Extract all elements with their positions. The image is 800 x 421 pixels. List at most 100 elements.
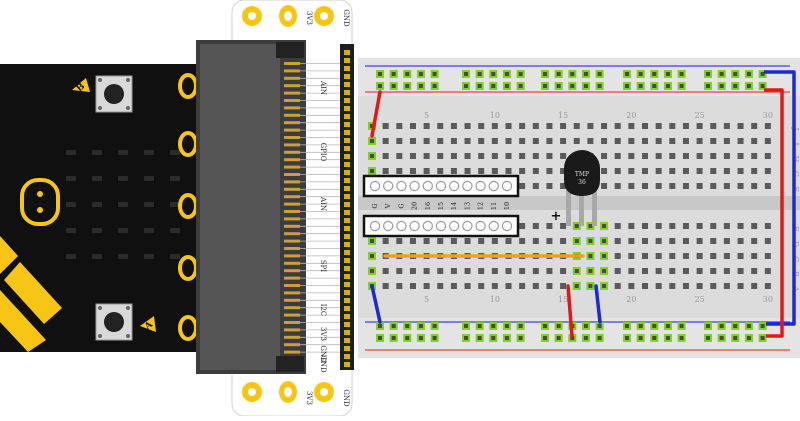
- rail-hole: [663, 82, 672, 90]
- rail-hole: [581, 334, 590, 342]
- breadboard-hole: [723, 168, 730, 174]
- breadboard-hole: [710, 153, 717, 159]
- breadboard-hole: [751, 183, 758, 189]
- rail-hole: [758, 82, 767, 90]
- rail-hole: [731, 70, 740, 78]
- breadboard-hole: [600, 282, 609, 290]
- breadboard-hole: [546, 183, 553, 189]
- breadboard-hole: [669, 223, 676, 229]
- sensor-body: [564, 150, 600, 196]
- rail-hole: [595, 82, 604, 90]
- header-pin: [344, 218, 350, 223]
- breadboard-hole: [409, 138, 416, 144]
- rail-hole: [677, 70, 686, 78]
- breadboard-hole: [409, 268, 416, 274]
- breadboard-hole: [737, 283, 744, 289]
- slot-contact: [284, 239, 300, 243]
- breadboard-hole: [669, 153, 676, 159]
- rail-hole: [554, 322, 563, 330]
- rail-hole: [475, 82, 484, 90]
- header-pin: [344, 178, 350, 183]
- rail-hole: [516, 322, 525, 330]
- ring-pad: [178, 131, 198, 157]
- breadboard-hole: [478, 268, 485, 274]
- rail-hole: [462, 70, 470, 78]
- rail-hole: [376, 334, 384, 342]
- rail-hole: [516, 70, 525, 78]
- breadboard-hole: [737, 168, 744, 174]
- breadboard-hole: [560, 123, 567, 129]
- breadboard-hole: [682, 223, 689, 229]
- breadboard-hole: [682, 283, 689, 289]
- header-socket: [475, 180, 486, 192]
- breadboard-hole: [614, 168, 621, 174]
- header-pin-label: 14: [450, 202, 458, 210]
- rail-hole: [758, 334, 767, 342]
- slot-contact: [284, 210, 300, 213]
- breadboard-hole: [423, 138, 430, 144]
- breadboard-hole: [572, 267, 581, 275]
- breadboard-hole: [669, 268, 676, 274]
- header-socket: [383, 180, 394, 192]
- slot-contact: [284, 128, 300, 132]
- wire-red-power: [370, 90, 382, 138]
- led: [144, 228, 154, 233]
- breadboard-hole: [560, 268, 567, 274]
- header-pin: [344, 50, 350, 55]
- button-a-cap[interactable]: [104, 312, 124, 332]
- ring-pad: [178, 193, 198, 219]
- led: [170, 228, 180, 233]
- breadboard-hole: [396, 268, 403, 274]
- breadboard-hole: [505, 268, 512, 274]
- breadboard-hole: [601, 153, 608, 159]
- breadboard-hole: [560, 153, 567, 159]
- breadboard-hole: [546, 138, 553, 144]
- breadboard-hole: [382, 123, 389, 129]
- breadboard-hole: [546, 238, 553, 244]
- rail-hole: [389, 334, 398, 342]
- breadboard-hole: [478, 153, 485, 159]
- power-pad-hole: [248, 12, 256, 20]
- breadboard-hole: [737, 253, 744, 259]
- rail-hole: [475, 70, 484, 78]
- header-pin-label: G: [397, 203, 405, 208]
- breadboard-hole: [751, 253, 758, 259]
- header-pin: [344, 290, 350, 295]
- side-label: AIN: [319, 80, 327, 95]
- breadboard-hole: [491, 153, 498, 159]
- column-number-bottom: 5: [424, 295, 429, 304]
- header-pin: [344, 202, 350, 207]
- breadboard-hole: [532, 238, 539, 244]
- led: [92, 202, 102, 207]
- side-label: SPI: [319, 260, 327, 273]
- header-socket: [409, 180, 420, 192]
- breadboard-hole: [628, 253, 635, 259]
- header-pin: [344, 106, 350, 111]
- breadboard-hole: [628, 123, 635, 129]
- breadboard-hole: [682, 153, 689, 159]
- header-socket: [422, 180, 433, 192]
- edge-slot-inner: [200, 44, 280, 370]
- button-b-cap[interactable]: [104, 84, 124, 104]
- breadboard-hole: [450, 123, 457, 129]
- rail-hole: [717, 70, 726, 78]
- breadboard-hole: [423, 153, 430, 159]
- breadboard-hole: [628, 268, 635, 274]
- header-pin: [344, 74, 350, 79]
- rail-hole: [744, 334, 753, 342]
- breadboard-hole: [505, 283, 512, 289]
- header-pin: [344, 314, 350, 319]
- slot-contact: [284, 113, 300, 117]
- header-pin: [344, 282, 350, 287]
- rail-hole: [554, 70, 563, 78]
- breadboard-hole: [614, 153, 621, 159]
- header-socket: [488, 220, 499, 232]
- breadboard-hole: [532, 283, 539, 289]
- led: [170, 150, 180, 155]
- header-sockets: [369, 180, 513, 232]
- header-pin: [344, 58, 350, 63]
- header-pin: [344, 250, 350, 255]
- breadboard-hole: [423, 238, 430, 244]
- breadboard-hole: [491, 168, 498, 174]
